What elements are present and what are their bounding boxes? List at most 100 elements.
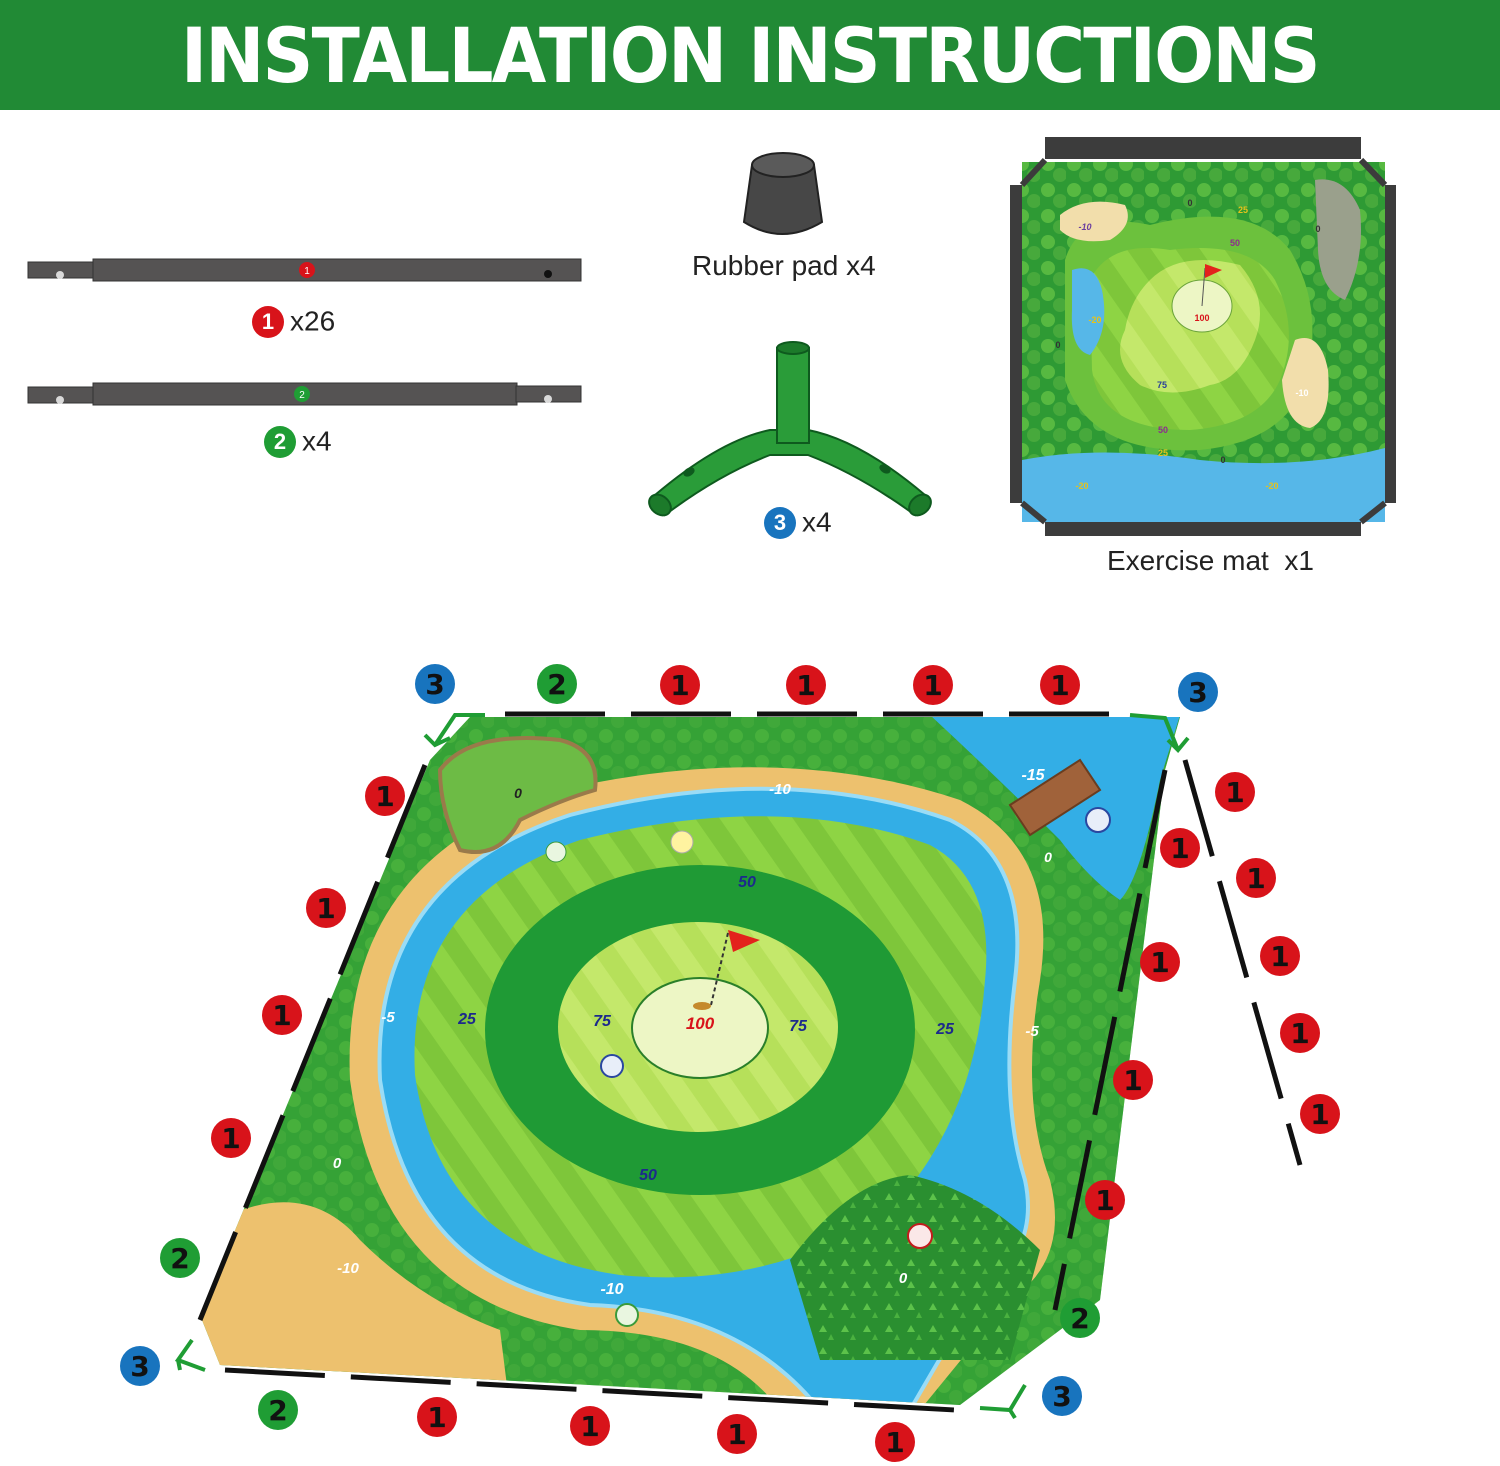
mat-score: 0 bbox=[1044, 849, 1052, 865]
mat-score: -10 bbox=[600, 1281, 623, 1298]
part-number-label: 2 bbox=[1070, 1302, 1089, 1335]
part-number-badge: 1 bbox=[1215, 772, 1255, 812]
mini-score: 25 bbox=[1238, 205, 1248, 215]
pole2-badge: 2 bbox=[264, 425, 296, 458]
part-number-badge: 1 bbox=[1280, 1013, 1320, 1053]
header-banner: INSTALLATION INSTRUCTIONS bbox=[0, 0, 1500, 110]
part-number-badge: 1 bbox=[1236, 858, 1276, 898]
part-number-badge: 1 bbox=[306, 888, 346, 928]
mini-score: -20 bbox=[1075, 481, 1088, 491]
part-number-badge: 1 bbox=[1085, 1180, 1125, 1220]
part-number-badge: 1 bbox=[262, 995, 302, 1035]
mini-score: -20 bbox=[1088, 315, 1101, 325]
part-number-label: 1 bbox=[1123, 1064, 1142, 1097]
part-number-label: 1 bbox=[1095, 1184, 1114, 1217]
mat-caption: Exercise mat x1 bbox=[1107, 545, 1314, 576]
part-number-badge: 3 bbox=[415, 664, 455, 704]
part-number-badge: 2 bbox=[160, 1238, 200, 1278]
page-title: INSTALLATION INSTRUCTIONS bbox=[181, 10, 1321, 100]
part-number-badge: 1 bbox=[1260, 936, 1300, 976]
mini-score: -10 bbox=[1078, 222, 1091, 232]
part-number-badge: 1 bbox=[875, 1422, 915, 1462]
part-number-badge: 3 bbox=[1178, 672, 1218, 712]
part-number-badge: 1 bbox=[1040, 665, 1080, 705]
pole-1-illustration: 1 bbox=[27, 258, 582, 282]
pole-1-mark: 1 bbox=[304, 266, 310, 277]
mini-score: 0 bbox=[1055, 340, 1060, 350]
part-number-badge: 1 bbox=[211, 1118, 251, 1158]
mini-score: 0 bbox=[1315, 224, 1320, 234]
mat-score: 75 bbox=[593, 1013, 612, 1030]
mat-score: -10 bbox=[337, 1260, 359, 1277]
part-number-label: 1 bbox=[221, 1122, 240, 1155]
mat-score: 50 bbox=[738, 874, 756, 891]
part-number-label: 1 bbox=[727, 1418, 746, 1451]
part-number-label: 1 bbox=[796, 669, 815, 702]
part-number-label: 1 bbox=[670, 669, 689, 702]
part-number-badge: 1 bbox=[1113, 1060, 1153, 1100]
part-number-label: 1 bbox=[1310, 1098, 1329, 1131]
mat-score: 0 bbox=[514, 785, 522, 801]
mini-score: 25 bbox=[1158, 448, 1168, 458]
connector-count: x4 bbox=[802, 506, 832, 538]
part-number-label: 2 bbox=[547, 668, 566, 701]
mat-score: 25 bbox=[935, 1021, 955, 1038]
part-number-label: 1 bbox=[1050, 669, 1069, 702]
part-number-label: 1 bbox=[375, 780, 394, 813]
mat-score: -5 bbox=[381, 1009, 395, 1026]
golf-mat-diagram: -10 -15 0 0 50 -5 -5 25 25 75 75 100 50 … bbox=[174, 711, 1303, 1420]
part-number-label: 3 bbox=[130, 1350, 149, 1383]
mini-score: 0 bbox=[1220, 455, 1225, 465]
part-number-badge: 1 bbox=[570, 1406, 610, 1446]
mat-score: 100 bbox=[686, 1014, 715, 1033]
part-number-label: 3 bbox=[1052, 1380, 1071, 1413]
part-number-badge: 1 bbox=[1140, 942, 1180, 982]
part-number-badge: 1 bbox=[1300, 1094, 1340, 1134]
mini-score: 50 bbox=[1230, 238, 1240, 248]
mat-score: -10 bbox=[769, 781, 791, 798]
pole2-count: x4 bbox=[302, 425, 332, 457]
mini-score: 75 bbox=[1157, 380, 1167, 390]
mat-score: 0 bbox=[899, 1270, 908, 1287]
exercise-mat-illustration: -10 0 25 50 100 -20 0 75 -10 0 50 25 0 -… bbox=[1010, 137, 1396, 536]
mini-score: -20 bbox=[1265, 481, 1278, 491]
mini-score: -10 bbox=[1295, 388, 1308, 398]
part-number-label: 1 bbox=[1290, 1017, 1309, 1050]
part-number-badge: 1 bbox=[660, 665, 700, 705]
part-number-badge: 1 bbox=[717, 1414, 757, 1454]
part-number-badge: 2 bbox=[537, 664, 577, 704]
corner-connectors bbox=[174, 713, 1190, 1420]
part-number-badge: 2 bbox=[1060, 1298, 1100, 1338]
rubber-pad-caption: Rubber pad x4 bbox=[692, 250, 876, 281]
part-number-label: 2 bbox=[170, 1242, 189, 1275]
part-number-label: 1 bbox=[1170, 832, 1189, 865]
part-number-label: 1 bbox=[580, 1410, 599, 1443]
mat-score: 75 bbox=[789, 1018, 808, 1035]
mat-score: -5 bbox=[1025, 1023, 1039, 1040]
part-number-badge: 3 bbox=[120, 1346, 160, 1386]
part-number-label: 1 bbox=[885, 1426, 904, 1459]
connector-illustration bbox=[648, 341, 932, 517]
part-number-badge: 1 bbox=[365, 776, 405, 816]
mini-score: 100 bbox=[1194, 313, 1209, 323]
part-number-label: 1 bbox=[1246, 862, 1265, 895]
part-number-badge: 1 bbox=[913, 665, 953, 705]
pole-2-illustration: 2 bbox=[27, 382, 582, 406]
frame-poles bbox=[197, 711, 1303, 1413]
mat-score: 50 bbox=[639, 1167, 657, 1184]
mat-score: 25 bbox=[457, 1011, 477, 1028]
part-number-label: 1 bbox=[1150, 946, 1169, 979]
part-number-label: 1 bbox=[1270, 940, 1289, 973]
part-number-badge: 1 bbox=[1160, 828, 1200, 868]
part-number-label: 1 bbox=[923, 669, 942, 702]
pole-2-mark: 2 bbox=[299, 390, 305, 401]
part-number-badge: 1 bbox=[417, 1397, 457, 1437]
part-number-label: 1 bbox=[1225, 776, 1244, 809]
rubber-pad-illustration bbox=[742, 152, 824, 235]
pole1-badge: 1 bbox=[252, 305, 284, 338]
